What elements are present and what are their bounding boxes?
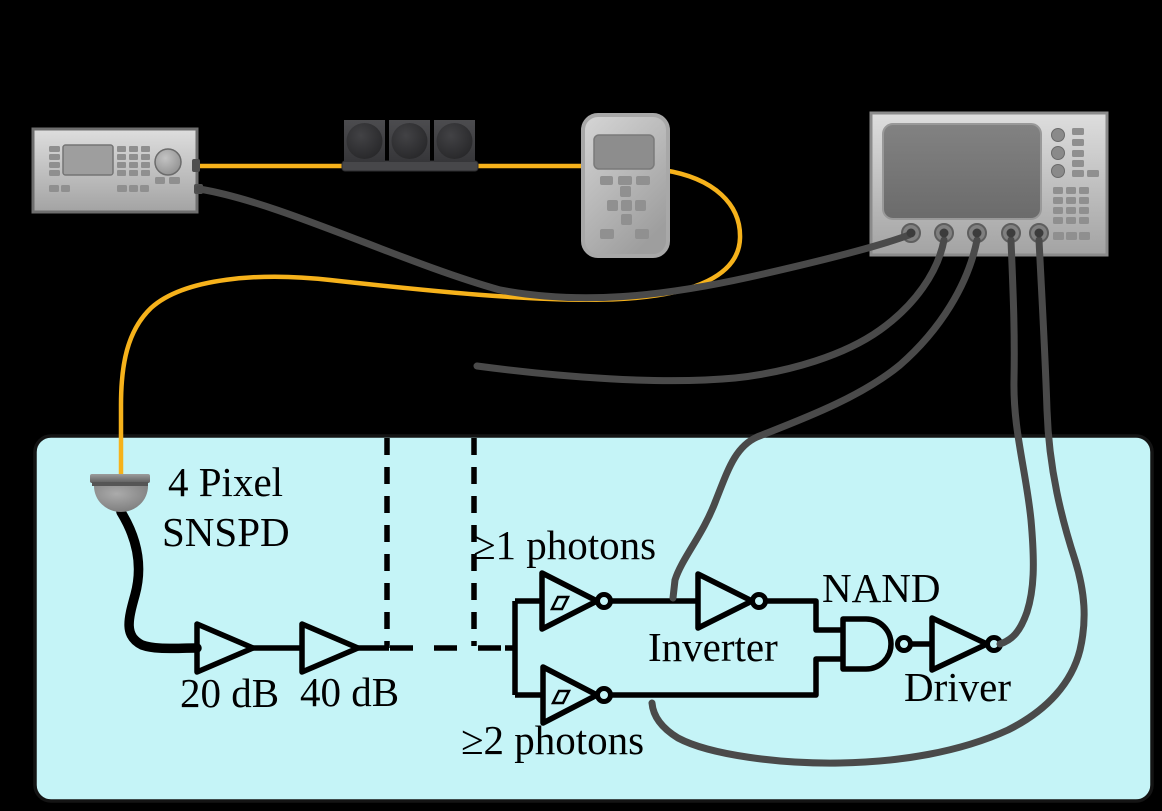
oscilloscope-buttons[interactable] bbox=[1053, 128, 1099, 240]
comparator-1-bubble bbox=[595, 592, 613, 610]
snspd-cap bbox=[90, 474, 150, 483]
dashed-lines bbox=[384, 438, 505, 651]
laser-keypad[interactable] bbox=[117, 146, 150, 176]
label-inverter: Inverter bbox=[648, 624, 778, 670]
signal-splitter bbox=[505, 598, 543, 698]
attenuator-knob[interactable] bbox=[391, 123, 428, 159]
cable-scope-to-driver bbox=[996, 236, 1037, 648]
hysteresis-icon bbox=[550, 689, 572, 705]
handheld-buttons[interactable] bbox=[600, 176, 650, 239]
attenuator-base bbox=[341, 160, 479, 172]
fiber-loop-to-snspd bbox=[118, 167, 743, 483]
attenuator-knob[interactable] bbox=[436, 123, 473, 159]
coax-cables bbox=[195, 185, 1088, 767]
cable-scope-to-comp1-tap bbox=[669, 236, 981, 602]
label-detector-line2: SNSPD bbox=[162, 509, 290, 555]
snspd-detector bbox=[90, 474, 150, 512]
nand-bubble bbox=[895, 635, 913, 653]
label-nand: NAND bbox=[822, 565, 940, 611]
wire-comp2-nand bbox=[610, 656, 843, 698]
cable-scope-ch2 bbox=[473, 236, 948, 385]
laser-source bbox=[31, 127, 203, 214]
hysteresis-icon bbox=[549, 595, 571, 611]
comparator-1photon bbox=[539, 570, 600, 632]
wire-inverter-nand bbox=[765, 598, 843, 633]
cable-scope-to-comp2-tap bbox=[648, 236, 1088, 767]
snspd-cap-rim bbox=[92, 482, 148, 486]
label-amp1: 20 dB bbox=[180, 670, 279, 716]
snspd-coax-cable bbox=[116, 507, 202, 654]
nand-gate bbox=[840, 616, 894, 672]
comparator-2-bubble bbox=[595, 686, 613, 704]
label-driver: Driver bbox=[904, 664, 1011, 710]
comparator-2photon bbox=[540, 664, 600, 726]
handheld-display bbox=[593, 134, 655, 170]
laser-fiber-port bbox=[192, 159, 200, 172]
inverter-bubble bbox=[750, 592, 768, 610]
cryostat-box bbox=[33, 434, 1154, 803]
laser-display bbox=[62, 144, 114, 176]
snspd-dome bbox=[94, 486, 148, 512]
handheld-controller bbox=[581, 113, 670, 258]
attenuator-knob[interactable] bbox=[346, 123, 383, 159]
driver-gate bbox=[929, 615, 990, 673]
bnc-plugs bbox=[906, 228, 1044, 238]
amplifier-20db bbox=[194, 621, 256, 675]
cable-laser-to-scope bbox=[195, 185, 913, 302]
label-amp2: 40 dB bbox=[300, 669, 399, 715]
readout-circuit bbox=[116, 507, 1003, 726]
oscilloscope-screen bbox=[882, 123, 1042, 220]
laser-left-buttons[interactable] bbox=[49, 146, 60, 176]
labels: 4 Pixel SNSPD 20 dB 40 dB ≥1 photons ≥2 … bbox=[162, 459, 1011, 763]
attenuator-bank bbox=[341, 120, 479, 172]
amplifier-40db bbox=[299, 621, 361, 675]
label-detector-line1: 4 Pixel bbox=[168, 459, 283, 505]
inverter-gate bbox=[695, 571, 755, 631]
laser-knob[interactable] bbox=[154, 148, 182, 176]
laser-bottom-buttons[interactable] bbox=[49, 177, 180, 192]
label-comparator1: ≥1 photons bbox=[473, 522, 656, 568]
label-comparator2: ≥2 photons bbox=[461, 717, 644, 763]
oscilloscope-knobs[interactable] bbox=[1051, 128, 1065, 178]
